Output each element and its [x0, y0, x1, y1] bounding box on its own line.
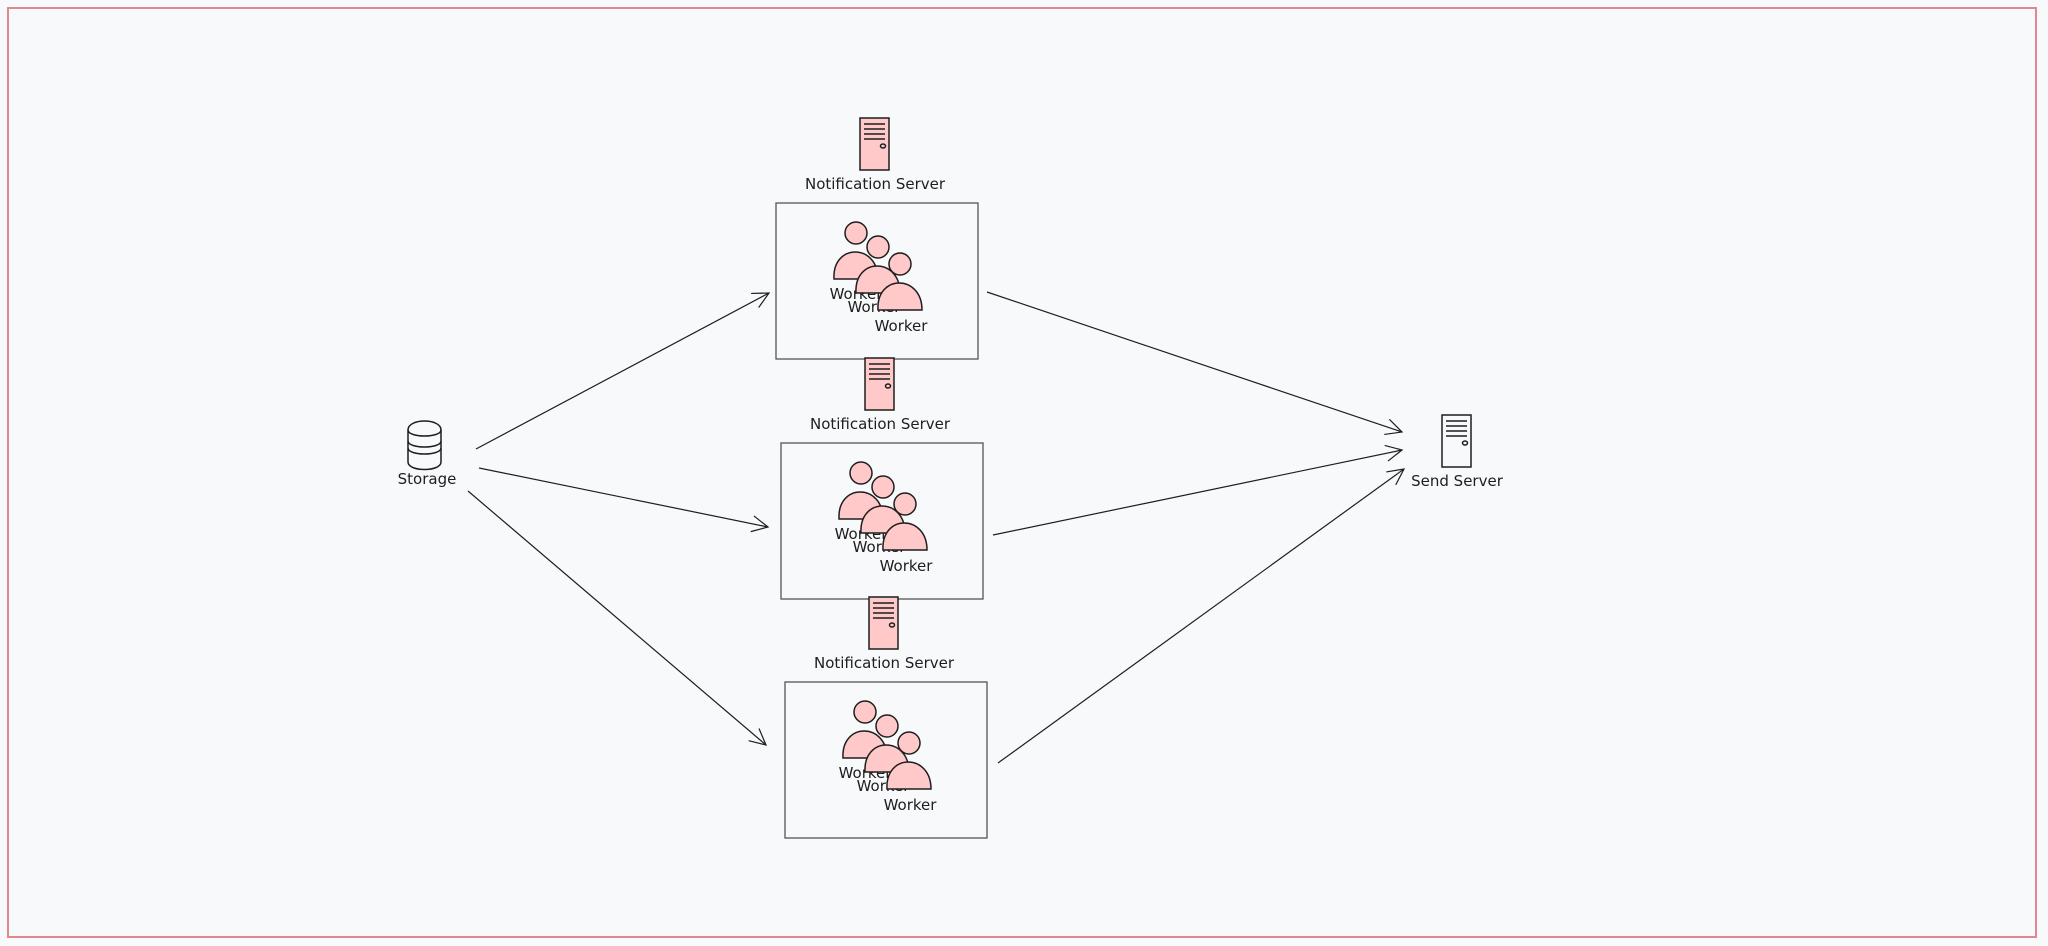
notification-server-label: Notification Server: [805, 175, 946, 193]
arrow-storage-to-group-3: [467, 490, 768, 746]
server-icon: [868, 596, 899, 650]
arrows: [467, 291, 1406, 764]
send-server-node[interactable]: Send Server: [1411, 414, 1504, 490]
server-icon: [1441, 414, 1472, 468]
arrow-storage-to-group-2: [478, 467, 770, 533]
worker-label: Worker: [884, 796, 938, 814]
worker-3: Worker: [884, 731, 938, 814]
worker-pool-box[interactable]: [784, 681, 988, 839]
notification-server-label: Notification Server: [810, 415, 951, 433]
arrow-group-2-to-send: [992, 444, 1404, 536]
notification-server-label: Notification Server: [814, 654, 955, 672]
worker-3: Worker: [875, 252, 929, 335]
server-icon: [859, 117, 890, 171]
arrow-storage-to-group-1: [475, 292, 771, 450]
user-icon: [882, 492, 928, 551]
storage-node[interactable]: Storage: [398, 420, 457, 488]
arrow-group-1-to-send: [986, 291, 1404, 436]
database-icon: [407, 420, 442, 471]
storage-label: Storage: [398, 470, 457, 488]
server-icon: [864, 357, 895, 411]
send-server-label: Send Server: [1411, 472, 1504, 490]
worker-label: Worker: [875, 317, 929, 335]
worker-label: Worker: [880, 557, 934, 575]
canvas-frame: [7, 7, 2037, 938]
arrow-group-3-to-send: [997, 468, 1406, 764]
user-icon: [877, 252, 923, 311]
worker-3: Worker: [880, 492, 934, 575]
user-icon: [886, 731, 932, 790]
